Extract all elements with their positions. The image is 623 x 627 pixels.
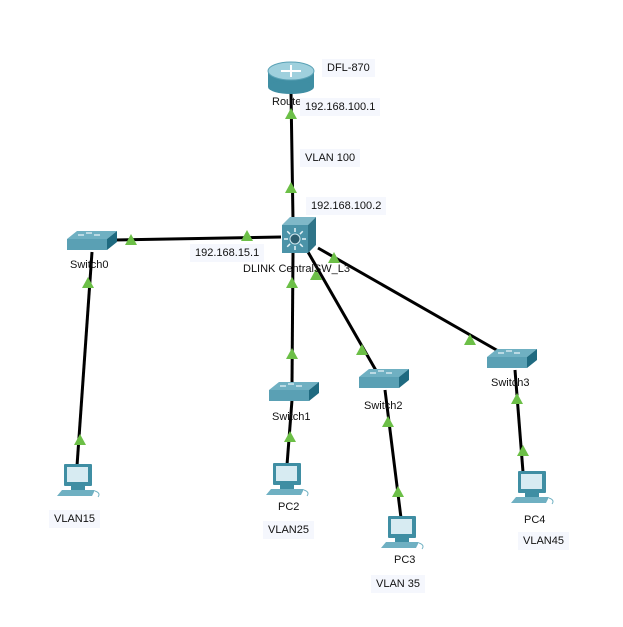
multilayer-switch-icon[interactable] [282, 217, 316, 253]
link-up-indicator [517, 445, 529, 456]
note-vlan45: VLAN45 [518, 532, 569, 550]
link-up-indicator [464, 334, 476, 345]
pc3-icon[interactable] [381, 516, 424, 550]
link-up-indicator [82, 277, 94, 288]
note-dfl870: DFL-870 [322, 59, 375, 77]
link-up-indicator [241, 230, 253, 241]
label-pc4: PC4 [524, 514, 546, 526]
link-up-indicator [382, 416, 394, 427]
label-central: DLINK CentralSW_L3 [243, 263, 350, 275]
note-central-ip: 192.168.100.2 [306, 197, 387, 215]
note-vlan100: VLAN 100 [300, 149, 361, 167]
link-up-indicator [125, 234, 137, 245]
label-pc2: PC2 [278, 501, 300, 513]
note-vlan25: VLAN25 [263, 521, 314, 539]
switch1-icon[interactable] [269, 382, 319, 401]
link-up-indicator [511, 393, 523, 404]
link-up-indicator [286, 348, 298, 359]
label-switch3: Switch3 [491, 377, 530, 389]
note-vlan15: VLAN15 [49, 510, 100, 528]
switch3-icon[interactable] [487, 349, 537, 368]
link-central-switch1[interactable] [290, 251, 295, 386]
router-icon[interactable] [267, 61, 315, 94]
link-central-switch0[interactable] [114, 235, 282, 242]
label-switch2: Switch2 [364, 400, 403, 412]
note-vlan35: VLAN 35 [371, 575, 426, 593]
link-up-indicator [284, 431, 296, 442]
link-up-indicator [285, 108, 297, 119]
note-vlan15-ip: 192.168.15.1 [190, 244, 265, 262]
label-pc3: PC3 [394, 554, 416, 566]
switch2-icon[interactable] [359, 369, 409, 388]
link-up-indicator [356, 344, 368, 355]
note-router-ip: 192.168.100.1 [300, 98, 381, 116]
link-up-indicator [310, 269, 322, 280]
link-up-indicator [392, 486, 404, 497]
link-up-indicator [328, 252, 340, 263]
link-up-indicator [285, 182, 297, 193]
link-up-indicator [286, 277, 298, 288]
pc4-icon[interactable] [511, 471, 554, 505]
label-router: Route [272, 96, 302, 108]
pc2-icon[interactable] [266, 463, 309, 497]
label-switch1: Switch1 [272, 411, 311, 423]
pc-vlan15-icon[interactable] [57, 464, 100, 498]
label-switch0: Switch0 [70, 259, 109, 271]
switch0-icon[interactable] [67, 231, 117, 250]
link-up-indicator [74, 434, 86, 445]
